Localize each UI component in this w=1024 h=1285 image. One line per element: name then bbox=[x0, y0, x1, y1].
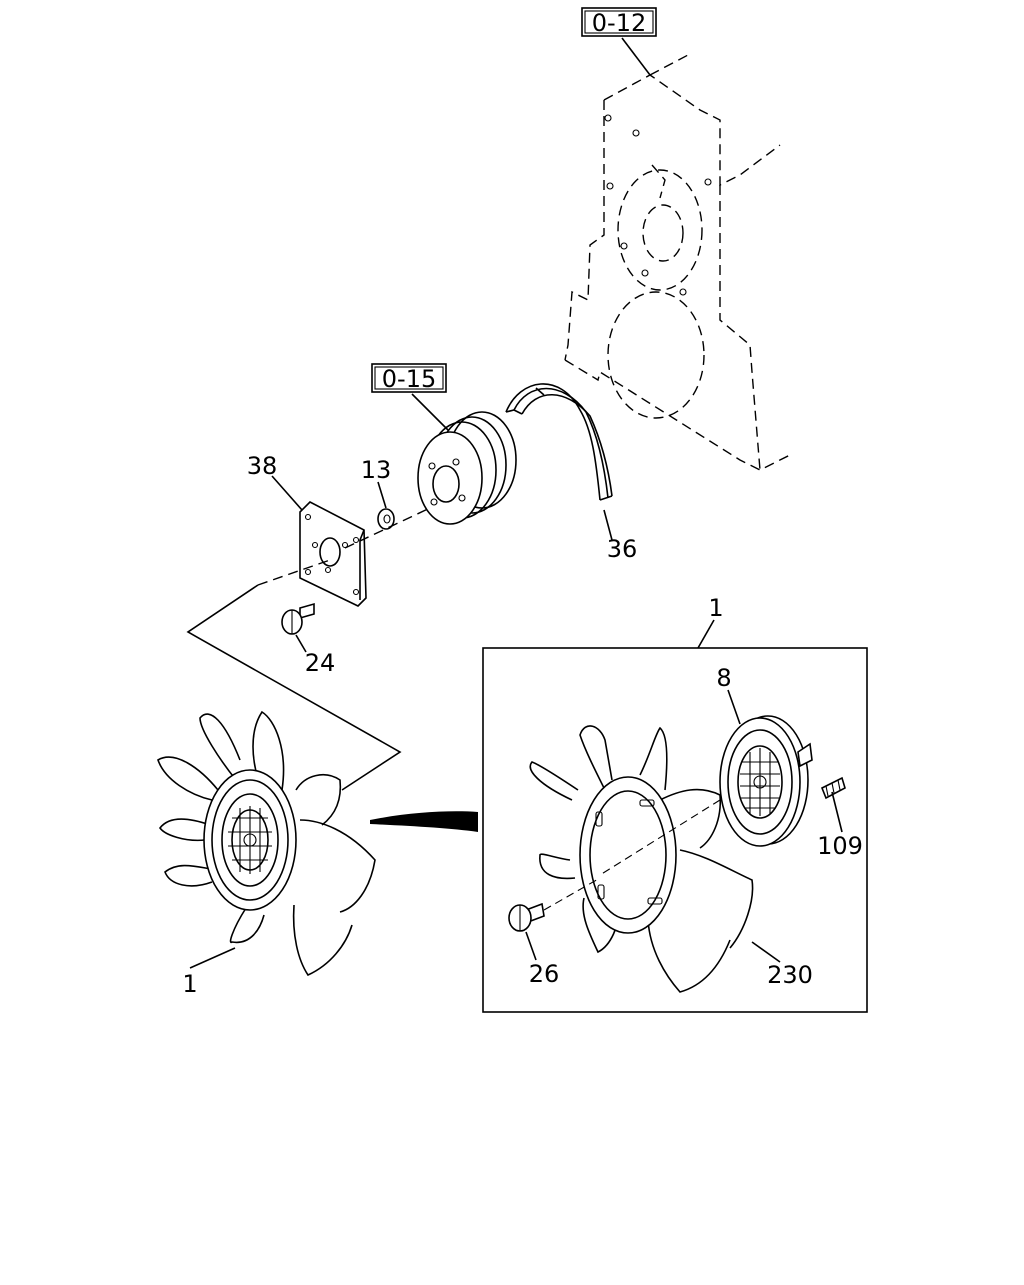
callout-26: 26 bbox=[529, 960, 560, 988]
washer bbox=[377, 508, 395, 530]
callout-24: 24 bbox=[305, 649, 336, 677]
connector-line bbox=[186, 584, 402, 791]
stud-109 bbox=[820, 776, 846, 833]
leader-8 bbox=[727, 689, 741, 725]
callout-109: 109 bbox=[817, 832, 863, 860]
fan-blade-detail bbox=[529, 725, 754, 993]
callout-38: 38 bbox=[247, 452, 278, 480]
leader-24 bbox=[295, 634, 307, 653]
fan-assembly-left bbox=[157, 710, 376, 977]
fan-pulley bbox=[417, 411, 517, 525]
bolt-24 bbox=[281, 602, 315, 635]
callout-13: 13 bbox=[361, 456, 392, 484]
drive-belt bbox=[505, 383, 613, 541]
leader-38 bbox=[271, 475, 303, 511]
ref-0-12: 0-12 bbox=[581, 7, 657, 76]
assembly-line bbox=[257, 559, 331, 586]
fan-bracket bbox=[299, 501, 367, 607]
callout-230: 230 bbox=[767, 961, 813, 989]
callout-1-fan: 1 bbox=[182, 970, 197, 998]
fan-clutch bbox=[599, 715, 813, 876]
callout-8: 8 bbox=[716, 664, 731, 692]
bolt-26 bbox=[508, 877, 601, 961]
detail-box bbox=[482, 619, 868, 1013]
ref-0-15-label: 0-15 bbox=[382, 365, 436, 393]
ref-0-15: 0-15 bbox=[371, 363, 449, 431]
leader-13 bbox=[377, 481, 387, 509]
engine-block bbox=[564, 54, 791, 471]
leader-1-left bbox=[189, 947, 236, 969]
ref-0-12-label: 0-12 bbox=[592, 9, 646, 37]
callout-1-detail: 1 bbox=[708, 594, 723, 622]
leader-230 bbox=[751, 941, 781, 963]
detail-arrow bbox=[370, 811, 478, 832]
callout-36: 36 bbox=[607, 535, 638, 563]
